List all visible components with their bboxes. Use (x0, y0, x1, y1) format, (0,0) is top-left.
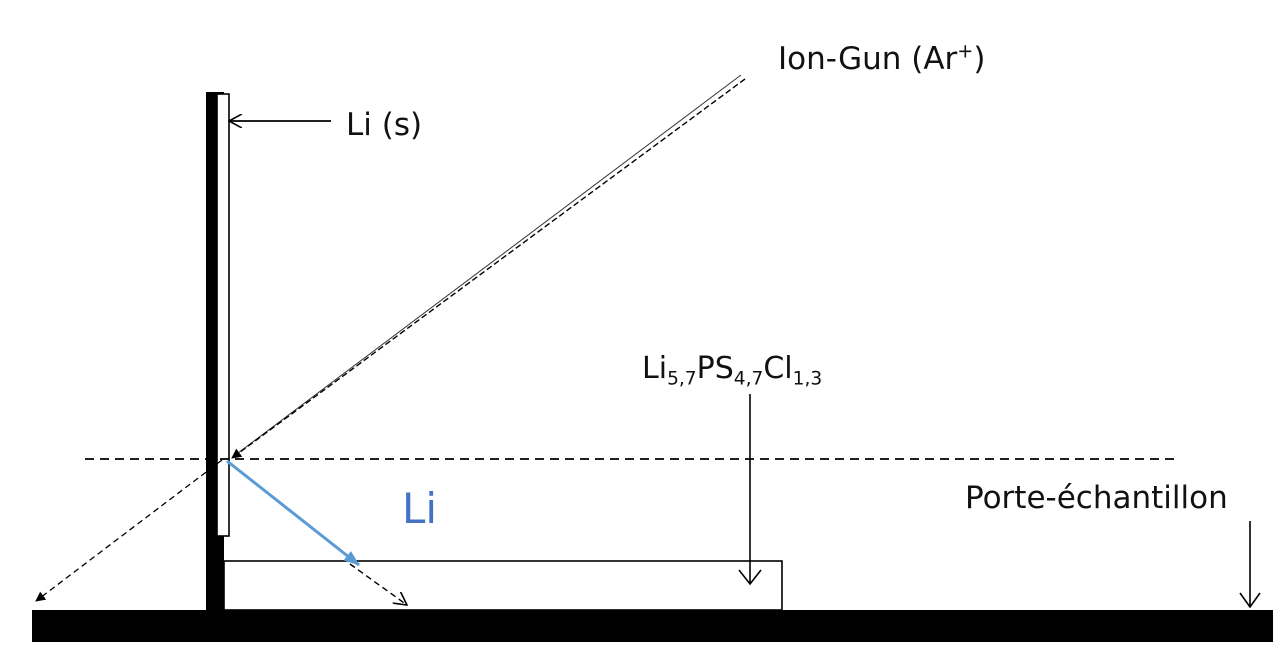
formula-ps-sub: 4,7 (733, 368, 764, 390)
ion-beam-solid (233, 74, 742, 457)
electrolyte-pointer-arrowhead (738, 569, 762, 586)
ion-gun-label-end: ) (973, 41, 986, 77)
ion-gun-label: Ion-Gun (Ar+) (778, 41, 986, 77)
ion-gun-label-charge: + (957, 39, 974, 63)
ion-gun-label-text: Ion-Gun (Ar (778, 41, 958, 77)
formula-cl-sub: 1,3 (792, 368, 823, 390)
transmitted-beam-arrow (35, 459, 223, 602)
formula-li-sub: 5,7 (667, 368, 697, 390)
li-ejected-label: Li (402, 484, 438, 533)
li-solid-label: Li (s) (346, 107, 423, 143)
ion-beam-dashed (231, 78, 746, 459)
electrolyte-formula-label: Li5,7PS4,7Cl1,3 (642, 351, 822, 389)
holder-pointer-arrowhead (1239, 592, 1261, 609)
li-sputter-arrow (226, 459, 360, 567)
li-dashed-path-arrow (349, 563, 407, 605)
formula-cl: Cl (763, 351, 793, 386)
sample-holder-base (32, 610, 1273, 642)
li-solid-layer (216, 93, 230, 537)
electrolyte-slab (223, 560, 783, 611)
formula-li: Li (642, 351, 668, 386)
sample-holder-label: Porte-échantillon (965, 480, 1228, 516)
formula-ps: PS (696, 351, 734, 386)
